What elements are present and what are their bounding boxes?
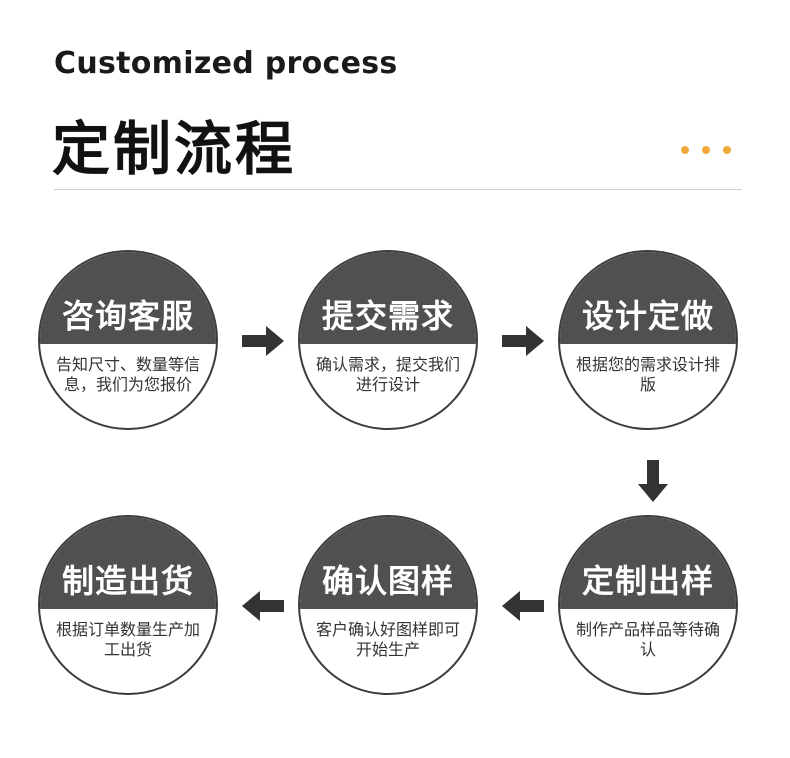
arrow-left-icon	[242, 591, 284, 621]
arrow-down-icon	[638, 460, 668, 502]
step-description: 根据您的需求设计排版	[576, 355, 721, 394]
step-header-bg	[560, 252, 736, 344]
page-subtitle: Customized process	[54, 46, 398, 81]
step-header-bg	[300, 517, 476, 609]
page-title: 定制流程	[52, 115, 297, 183]
decorative-dots	[681, 146, 731, 154]
step-circle-consult: 咨询客服 告知尺寸、数量等信息，我们为您报价	[38, 250, 218, 430]
step-circle-sample: 定制出样 制作产品样品等待确认	[558, 515, 738, 695]
step-title: 设计定做	[581, 297, 714, 335]
step-description: 客户确认好图样即可开始生产	[316, 620, 461, 659]
dot-icon	[681, 146, 689, 154]
dot-icon	[702, 146, 710, 154]
step-header-bg	[40, 517, 216, 609]
step-header-bg	[560, 517, 736, 609]
step-description: 根据订单数量生产加工出货	[56, 620, 201, 659]
divider-line	[54, 189, 742, 190]
dot-icon	[723, 146, 731, 154]
step-description: 确认需求，提交我们进行设计	[316, 355, 461, 394]
step-circle-design: 设计定做 根据您的需求设计排版	[558, 250, 738, 430]
step-description: 制作产品样品等待确认	[576, 620, 721, 659]
step-header-bg	[40, 252, 216, 344]
step-title: 制造出货	[61, 562, 194, 600]
step-title: 咨询客服	[61, 297, 194, 335]
step-circle-confirm: 确认图样 客户确认好图样即可开始生产	[298, 515, 478, 695]
arrow-right-icon	[502, 326, 544, 356]
step-title: 提交需求	[321, 297, 454, 335]
step-title: 确认图样	[321, 562, 454, 600]
arrow-right-icon	[242, 326, 284, 356]
step-circle-submit: 提交需求 确认需求，提交我们进行设计	[298, 250, 478, 430]
step-title: 定制出样	[581, 562, 714, 600]
step-header-bg	[300, 252, 476, 344]
step-description: 告知尺寸、数量等信息，我们为您报价	[56, 355, 201, 394]
arrow-left-icon	[502, 591, 544, 621]
step-circle-ship: 制造出货 根据订单数量生产加工出货	[38, 515, 218, 695]
